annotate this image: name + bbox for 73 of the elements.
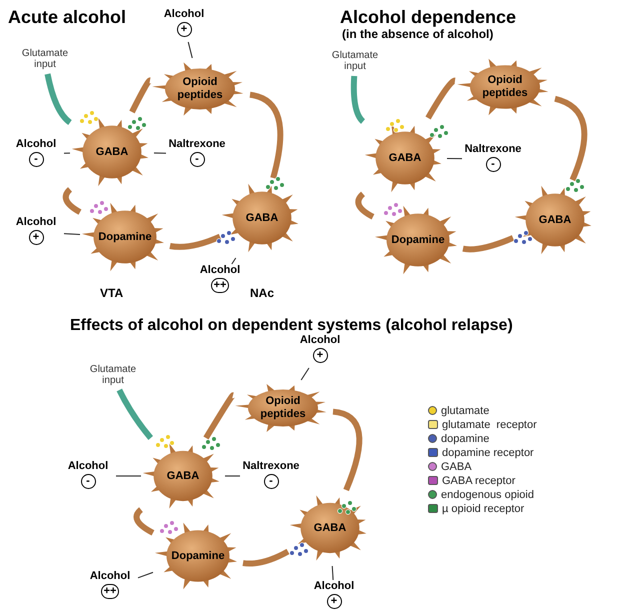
input-label: Glutamate input [330, 50, 380, 72]
legend-text: µ opioid receptor [442, 502, 524, 514]
drug-label: Naltrexone [464, 143, 522, 155]
region-label: NAc [250, 285, 274, 302]
neuron-label: Opioid peptides [259, 395, 307, 421]
leader-line [332, 566, 334, 580]
leader-line [446, 158, 462, 160]
effect-sign: + [312, 348, 328, 363]
axon [129, 78, 152, 114]
panel-heading: Alcohol dependence [340, 6, 516, 29]
leader-line [64, 152, 70, 154]
drug-label: Alcohol [314, 580, 354, 592]
input-label: Glutamate input [20, 48, 70, 70]
axon [242, 548, 290, 566]
effect-sign: + [28, 230, 44, 245]
panel-heading: Acute alcohol [8, 6, 126, 29]
neuron-label: Dopamine [390, 234, 446, 246]
drug-label: Alcohol [300, 334, 340, 346]
axon [249, 92, 284, 179]
drug-label: Alcohol [16, 138, 56, 150]
drug-label: Alcohol [164, 8, 204, 20]
neuron-label: Opioid peptides [176, 76, 224, 102]
leader-line [154, 152, 166, 154]
neuron-label: GABA [244, 212, 280, 224]
panel-heading: Effects of alcohol on dependent systems (alcohol relapse) [70, 316, 513, 335]
effect-sign: - [28, 152, 44, 167]
neuron-label: GABA [388, 152, 422, 164]
neuron-label: Dopamine [170, 550, 226, 562]
neuron-label: GABA [312, 522, 348, 534]
drug-label: Alcohol [90, 570, 130, 582]
legend-text: dopamine receptor [442, 446, 534, 458]
axon [462, 235, 514, 252]
axon [170, 234, 222, 250]
effect-sign: ++ [210, 278, 230, 293]
axon [134, 507, 154, 536]
input-label: Glutamate input [88, 364, 138, 386]
legend-text: endogenous opioid [441, 488, 534, 500]
neuron-label: Dopamine [97, 230, 153, 244]
drug-label: Alcohol [16, 216, 56, 228]
panel-heading: (in the absence of alcohol) [342, 27, 494, 43]
legend-text: dopamine [441, 432, 490, 444]
leader-line [300, 368, 310, 380]
leader-line [188, 42, 193, 58]
leader-line [64, 233, 80, 235]
neuron-label: Opioid peptides [481, 74, 529, 100]
axon [62, 187, 82, 215]
neuron-label: GABA [538, 214, 572, 226]
legend-text: GABA receptor [442, 474, 516, 486]
drug-label: Alcohol [68, 460, 108, 472]
legend-text: GABA [441, 460, 472, 472]
axon [425, 78, 456, 120]
drug-label: Naltrexone [168, 138, 226, 150]
axon [554, 96, 588, 182]
region-label: VTA [100, 285, 124, 302]
legend-text: glutamate [441, 404, 490, 416]
axon [203, 393, 236, 440]
drug-label: Naltrexone [242, 460, 300, 472]
effect-sign: ++ [100, 584, 120, 599]
effect-sign: - [486, 157, 500, 172]
axon [44, 73, 72, 125]
neuron-label: GABA [166, 470, 200, 482]
legend-text: glutamate receptor [442, 418, 537, 430]
effect-sign: - [80, 474, 96, 489]
drug-label: Alcohol [200, 264, 240, 276]
leader-line [138, 572, 154, 578]
leader-line [231, 258, 236, 264]
neuron-label: GABA [94, 146, 130, 158]
axon [350, 76, 366, 124]
effect-sign: - [190, 152, 204, 167]
axon [116, 388, 153, 440]
effect-sign: + [326, 594, 342, 609]
effect-sign: + [176, 22, 192, 37]
effect-sign: - [264, 474, 278, 489]
